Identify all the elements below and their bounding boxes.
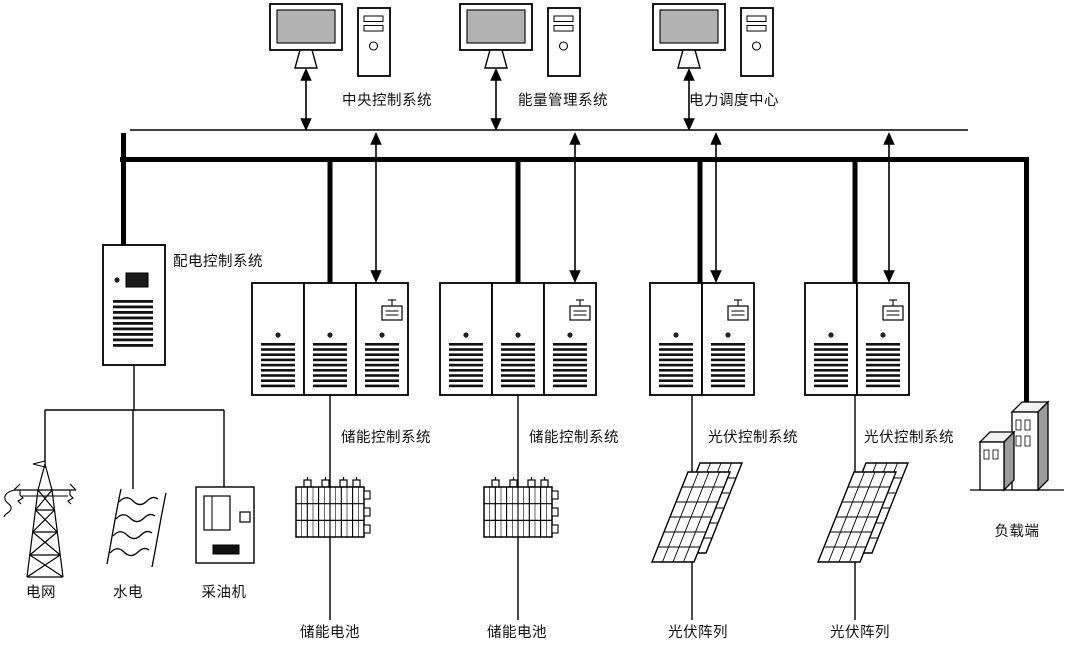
- pv-array-icon-1: [651, 462, 743, 563]
- dispatch-center-computer-icon: [652, 3, 774, 77]
- pv-control-cabinet-2: [804, 282, 909, 396]
- arrow-storage-cabinet-2: [569, 132, 581, 283]
- label-hydro-power: 水电: [113, 585, 143, 601]
- hydro-power-icon: [106, 488, 167, 568]
- arrow-dispatch-center: [683, 68, 695, 131]
- label-storage-battery-2: 储能电池: [487, 625, 547, 641]
- load-building-icon: [970, 400, 1064, 492]
- label-distribution-control-system: 配电控制系统: [173, 254, 263, 270]
- label-central-control-system: 中央控制系统: [342, 93, 432, 109]
- label-pv-array-2: 光伏阵列: [830, 625, 890, 641]
- label-energy-management-system: 能量管理系统: [518, 93, 608, 109]
- label-load-side: 负载端: [994, 524, 1040, 540]
- arrow-storage-cabinet-1: [370, 132, 382, 283]
- label-power-grid: 电网: [26, 585, 56, 601]
- label-storage-battery-1: 储能电池: [300, 625, 360, 641]
- arrow-energy-management: [490, 68, 502, 131]
- arrow-central-control: [300, 68, 312, 131]
- oil-pump-icon: [195, 486, 255, 564]
- label-storage-control-system-2: 储能控制系统: [529, 430, 619, 446]
- label-oil-pump: 采油机: [201, 585, 247, 601]
- label-pv-array-1: 光伏阵列: [668, 625, 728, 641]
- data-link-arrows: [300, 68, 895, 283]
- arrow-pv-cabinet-1: [710, 132, 722, 283]
- arrow-pv-cabinet-2: [883, 132, 895, 283]
- label-pv-control-system-2: 光伏控制系统: [864, 430, 954, 446]
- power-grid-tower-icon: [3, 460, 77, 578]
- label-power-dispatch-center: 电力调度中心: [689, 93, 779, 109]
- storage-battery-icon-1: [295, 476, 371, 538]
- energy-management-computer-icon: [459, 3, 581, 77]
- storage-battery-icon-2: [483, 476, 559, 538]
- label-storage-control-system-1: 储能控制系统: [341, 430, 431, 446]
- power-bus-thick: [120, 133, 1029, 450]
- storage-control-cabinet-1: [251, 282, 408, 396]
- label-pv-control-system-1: 光伏控制系统: [708, 430, 798, 446]
- distribution-control-cabinet: [102, 244, 166, 366]
- pv-control-cabinet-1: [649, 282, 754, 396]
- storage-control-cabinet-2: [439, 282, 596, 396]
- central-control-computer-icon: [269, 3, 391, 77]
- feeder-lines: [44, 365, 856, 620]
- pv-array-icon-2: [817, 462, 909, 563]
